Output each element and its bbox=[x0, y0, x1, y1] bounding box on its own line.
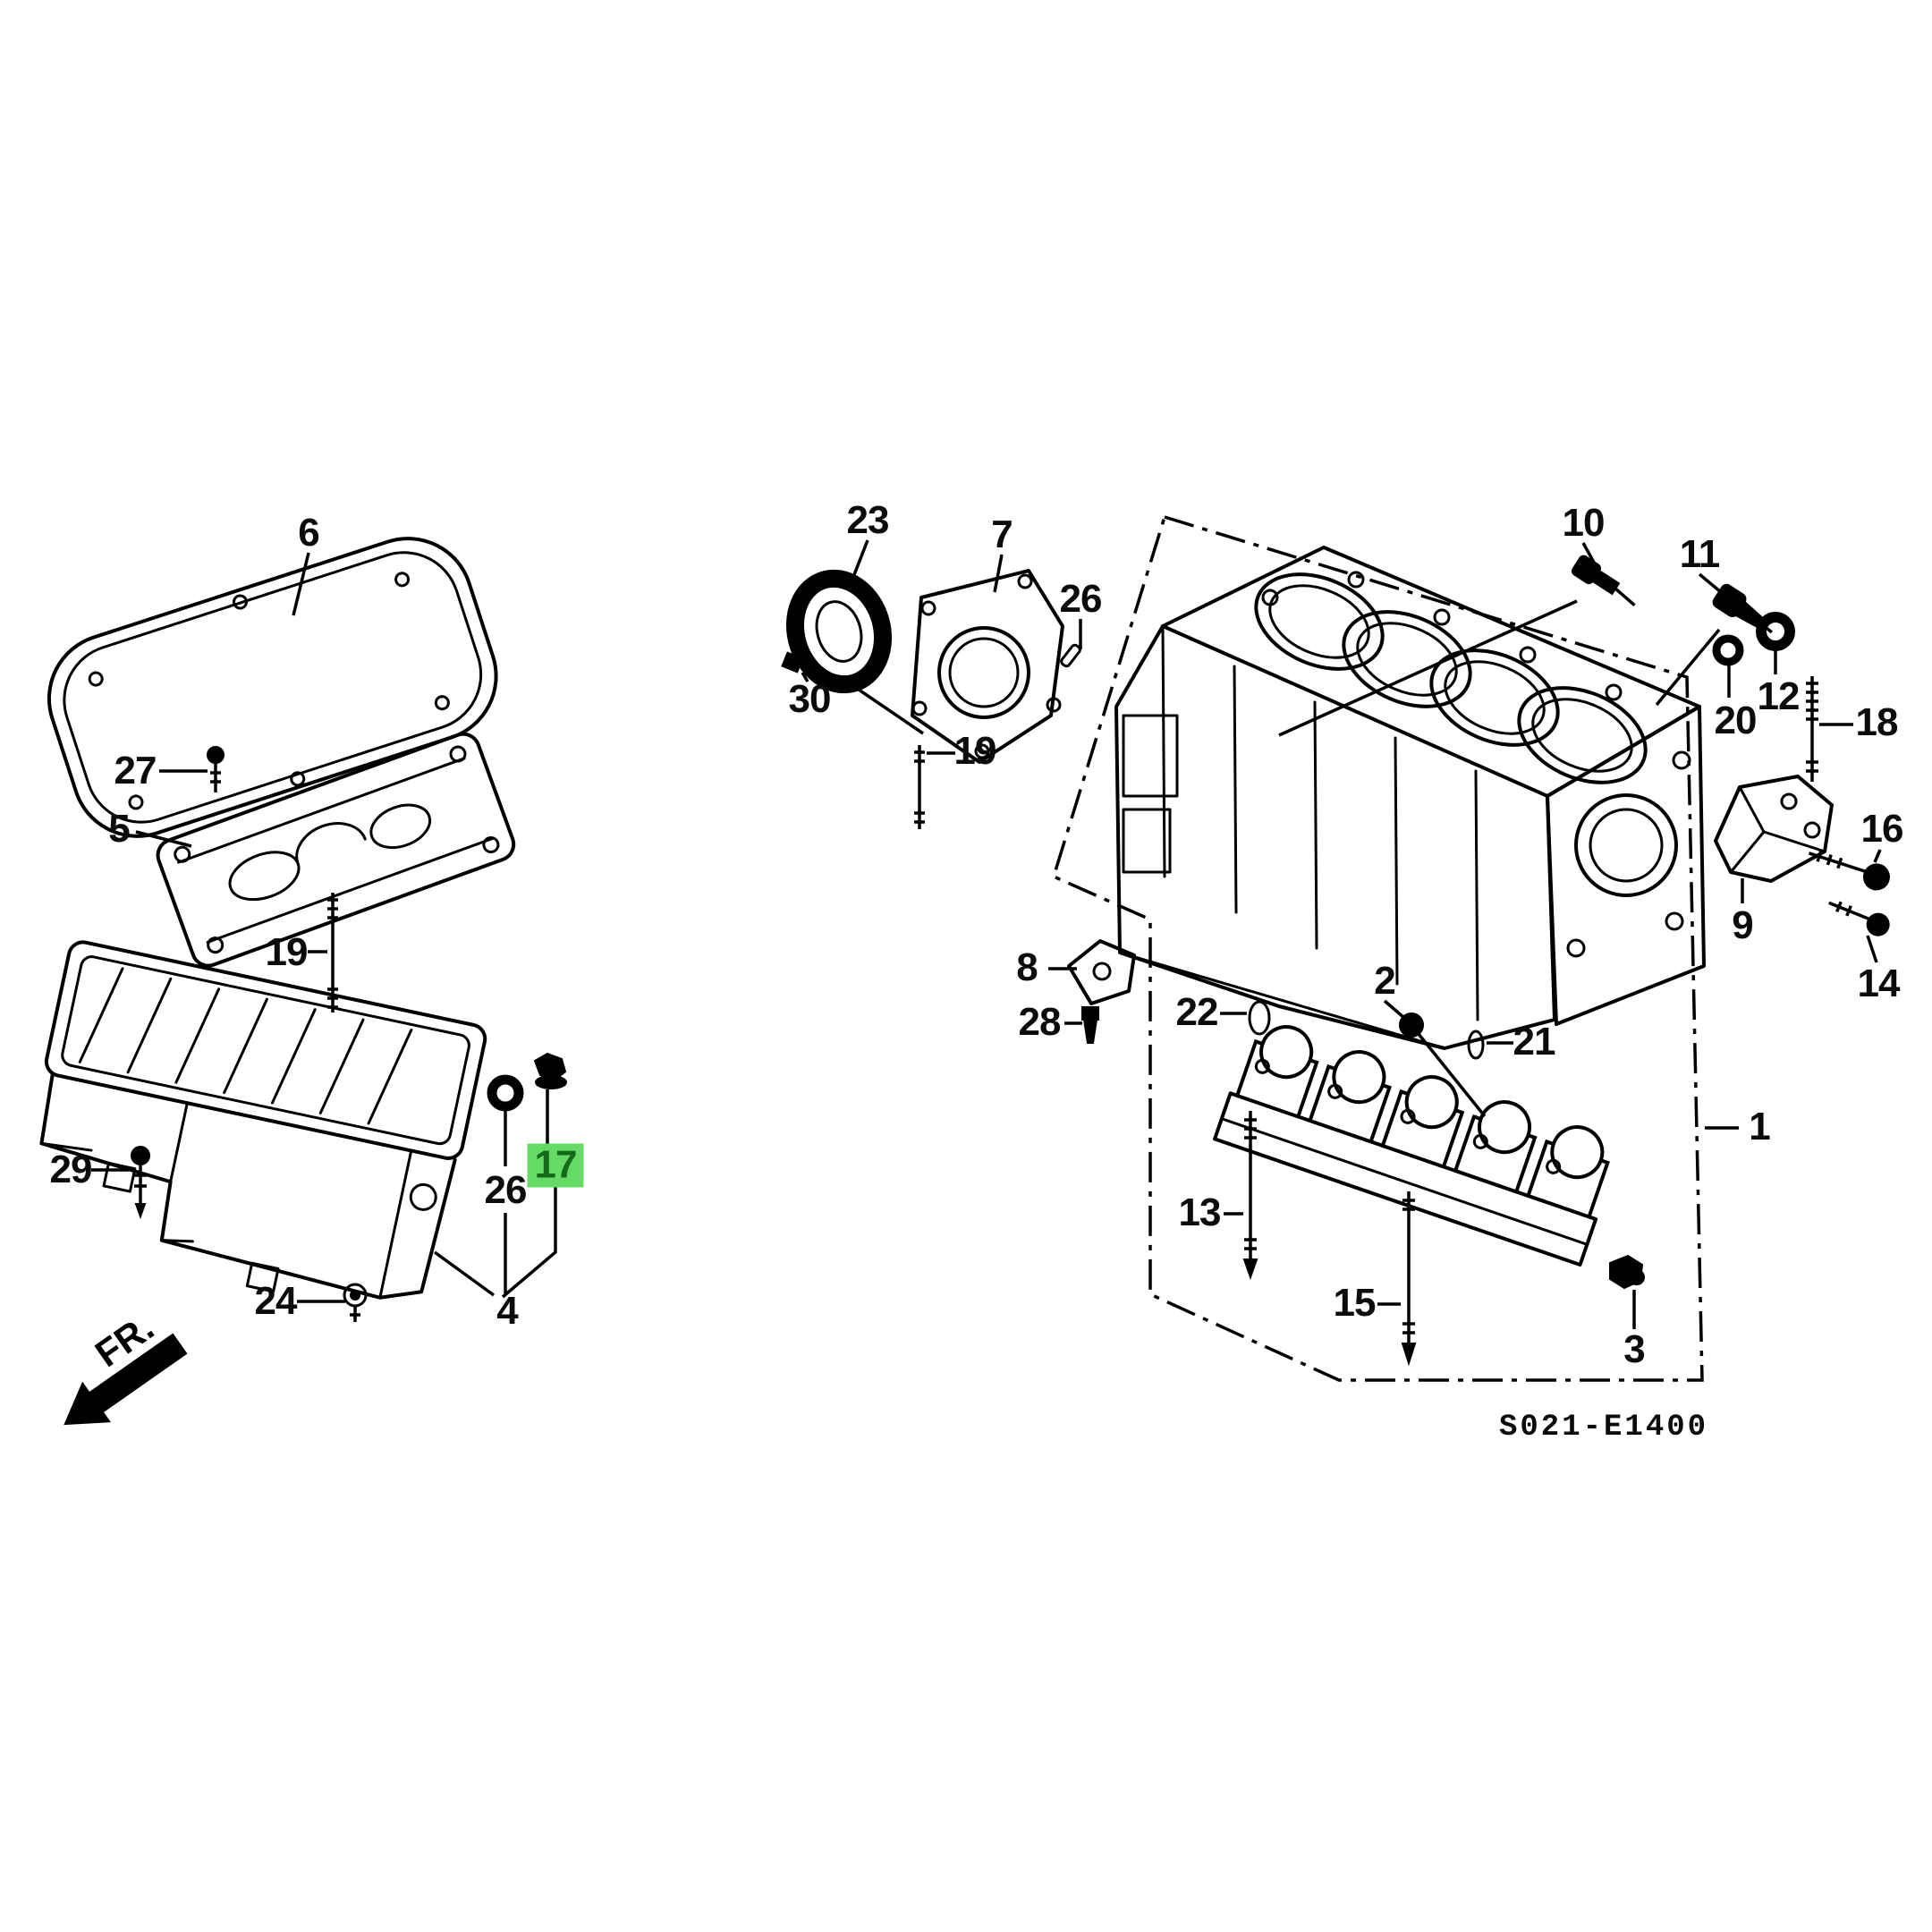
dowel-pin-26-drawing bbox=[1060, 643, 1081, 668]
bolt-14-drawing bbox=[1828, 901, 1890, 936]
bracket-8-drawing bbox=[1067, 939, 1136, 1005]
callout-26-left: 26 bbox=[484, 1168, 528, 1212]
sensor-28-drawing bbox=[1081, 1006, 1099, 1044]
assembly-boundary-outline bbox=[1051, 514, 1704, 1382]
callout-16: 16 bbox=[1860, 807, 1904, 851]
callout-20: 20 bbox=[1714, 699, 1758, 742]
callout-19-center: 19 bbox=[953, 729, 997, 773]
callout-13: 13 bbox=[1178, 1191, 1222, 1234]
callout-11: 11 bbox=[1679, 532, 1721, 576]
callout-19-left: 19 bbox=[265, 930, 309, 974]
pan-nut-24-drawing bbox=[343, 1283, 368, 1322]
seal-retainer-7-drawing bbox=[911, 569, 1064, 764]
washer-20-drawing bbox=[1712, 634, 1744, 666]
baffle-bolt-27-drawing bbox=[207, 746, 225, 792]
callout-22: 22 bbox=[1175, 990, 1219, 1034]
sensor-10-drawing bbox=[1571, 555, 1636, 607]
mount-bracket-9-drawing bbox=[1714, 775, 1834, 883]
callout-1: 1 bbox=[1749, 1105, 1771, 1148]
callout-4: 4 bbox=[496, 1289, 519, 1333]
callout-29: 29 bbox=[49, 1148, 93, 1191]
stud-18-drawing bbox=[1806, 676, 1818, 782]
callout-27: 27 bbox=[114, 749, 157, 792]
callout-2: 2 bbox=[1374, 959, 1396, 1003]
oil-pan-drawing bbox=[39, 940, 487, 1300]
callout-7: 7 bbox=[991, 513, 1013, 556]
sensor-11-drawing bbox=[1712, 583, 1773, 634]
callout-15: 15 bbox=[1333, 1281, 1377, 1325]
bridge-bolt-3-drawing bbox=[1609, 1254, 1645, 1290]
callout-24: 24 bbox=[254, 1279, 298, 1323]
bearing-cap-bridge-drawing bbox=[1213, 1025, 1610, 1267]
drain-bolt-17-drawing bbox=[533, 1052, 567, 1089]
cap-12-drawing bbox=[1756, 612, 1795, 651]
callout-8: 8 bbox=[1016, 945, 1038, 989]
callout-5: 5 bbox=[108, 807, 131, 851]
callout-23: 23 bbox=[846, 498, 890, 542]
crank-seal-23-drawing bbox=[785, 569, 893, 694]
callout-17: 17 bbox=[527, 1143, 584, 1188]
fr-direction-arrow: FR. bbox=[64, 1306, 188, 1426]
engine-block-drawing bbox=[1114, 546, 1706, 1050]
diagram-code: S021-E1400 bbox=[1499, 1411, 1708, 1445]
pin-21-drawing bbox=[1467, 1030, 1485, 1060]
callout-18: 18 bbox=[1855, 700, 1899, 744]
drain-washer-26-drawing bbox=[487, 1074, 524, 1112]
stud-19-center-drawing bbox=[914, 745, 925, 829]
plate-bolt-30-drawing bbox=[781, 651, 924, 735]
bridge-stud-13-drawing bbox=[1242, 1111, 1258, 1281]
callout-28: 28 bbox=[1018, 1000, 1062, 1044]
callout-26-top: 26 bbox=[1059, 577, 1103, 621]
plug-2-drawing bbox=[1399, 1013, 1487, 1118]
stud-19-left-drawing bbox=[327, 893, 338, 1013]
bolt-16-drawing bbox=[1808, 851, 1890, 891]
callout-3: 3 bbox=[1623, 1327, 1646, 1371]
oring-22-drawing bbox=[1248, 1000, 1271, 1036]
callout-6: 6 bbox=[298, 511, 320, 555]
callout-14: 14 bbox=[1857, 962, 1901, 1005]
bridge-stud-15-drawing bbox=[1401, 1191, 1417, 1367]
callout-30: 30 bbox=[788, 677, 832, 721]
callout-9: 9 bbox=[1732, 903, 1754, 947]
baffle-plate-drawing bbox=[156, 732, 516, 968]
leader-lines bbox=[91, 539, 1882, 1329]
callout-21: 21 bbox=[1513, 1020, 1556, 1063]
oil-pan-gasket-drawing bbox=[47, 537, 498, 838]
callout-10: 10 bbox=[1562, 501, 1606, 545]
pan-bolt-29-drawing bbox=[131, 1146, 150, 1219]
callout-12: 12 bbox=[1757, 674, 1801, 718]
